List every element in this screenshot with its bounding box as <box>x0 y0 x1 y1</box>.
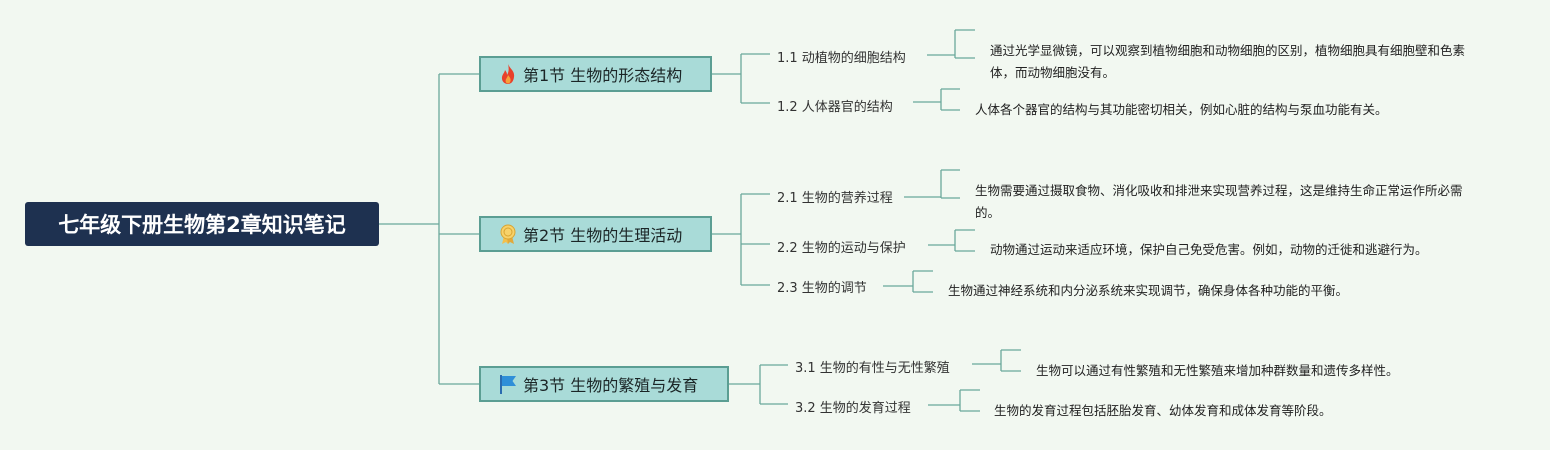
fire-icon <box>498 63 518 85</box>
item-2-2[interactable]: 2.2 生物的运动与保护 <box>777 241 906 256</box>
section-3-label: 第3节 生物的繁殖与发育 <box>523 376 699 395</box>
detail-2-2: 动物通过运动来适应环境，保护自己免受危害。例如，动物的迁徙和逃避行为。 <box>990 242 1428 257</box>
section-2-label: 第2节 生物的生理活动 <box>523 226 683 245</box>
item-1-2[interactable]: 1.2 人体器官的结构 <box>777 100 893 115</box>
detail-1-1: 通过光学显微镜，可以观察到植物细胞和动物细胞的区别，植物细胞具有细胞壁和色素体，… <box>990 43 1466 80</box>
detail-1-2: 人体各个器官的结构与其功能密切相关，例如心脏的结构与泵血功能有关。 <box>975 102 1388 117</box>
item-2-1[interactable]: 2.1 生物的营养过程 <box>777 191 893 206</box>
flag-icon <box>498 373 518 395</box>
detail-2-3: 生物通过神经系统和内分泌系统来实现调节，确保身体各种功能的平衡。 <box>948 283 1349 298</box>
item-1-1[interactable]: 1.1 动植物的细胞结构 <box>777 51 906 66</box>
section-3-node[interactable]: 第3节 生物的繁殖与发育 <box>479 366 729 402</box>
item-3-1[interactable]: 3.1 生物的有性与无性繁殖 <box>795 361 950 376</box>
detail-3-1: 生物可以通过有性繁殖和无性繁殖来增加种群数量和遗传多样性。 <box>1036 363 1399 378</box>
root-title: 七年级下册生物第2章知识笔记 <box>58 213 346 237</box>
detail-3-2: 生物的发育过程包括胚胎发育、幼体发育和成体发育等阶段。 <box>994 403 1332 418</box>
root-node[interactable]: 七年级下册生物第2章知识笔记 <box>25 202 379 246</box>
section-1-node[interactable]: 第1节 生物的形态结构 <box>479 56 712 92</box>
item-2-3[interactable]: 2.3 生物的调节 <box>777 281 867 296</box>
section-1-label: 第1节 生物的形态结构 <box>523 66 683 85</box>
medal-icon <box>498 223 518 245</box>
item-3-2[interactable]: 3.2 生物的发育过程 <box>795 401 911 416</box>
detail-2-1: 生物需要通过摄取食物、消化吸收和排泄来实现营养过程，这是维持生命正常运作所必需的… <box>975 183 1463 220</box>
section-2-node[interactable]: 第2节 生物的生理活动 <box>479 216 712 252</box>
